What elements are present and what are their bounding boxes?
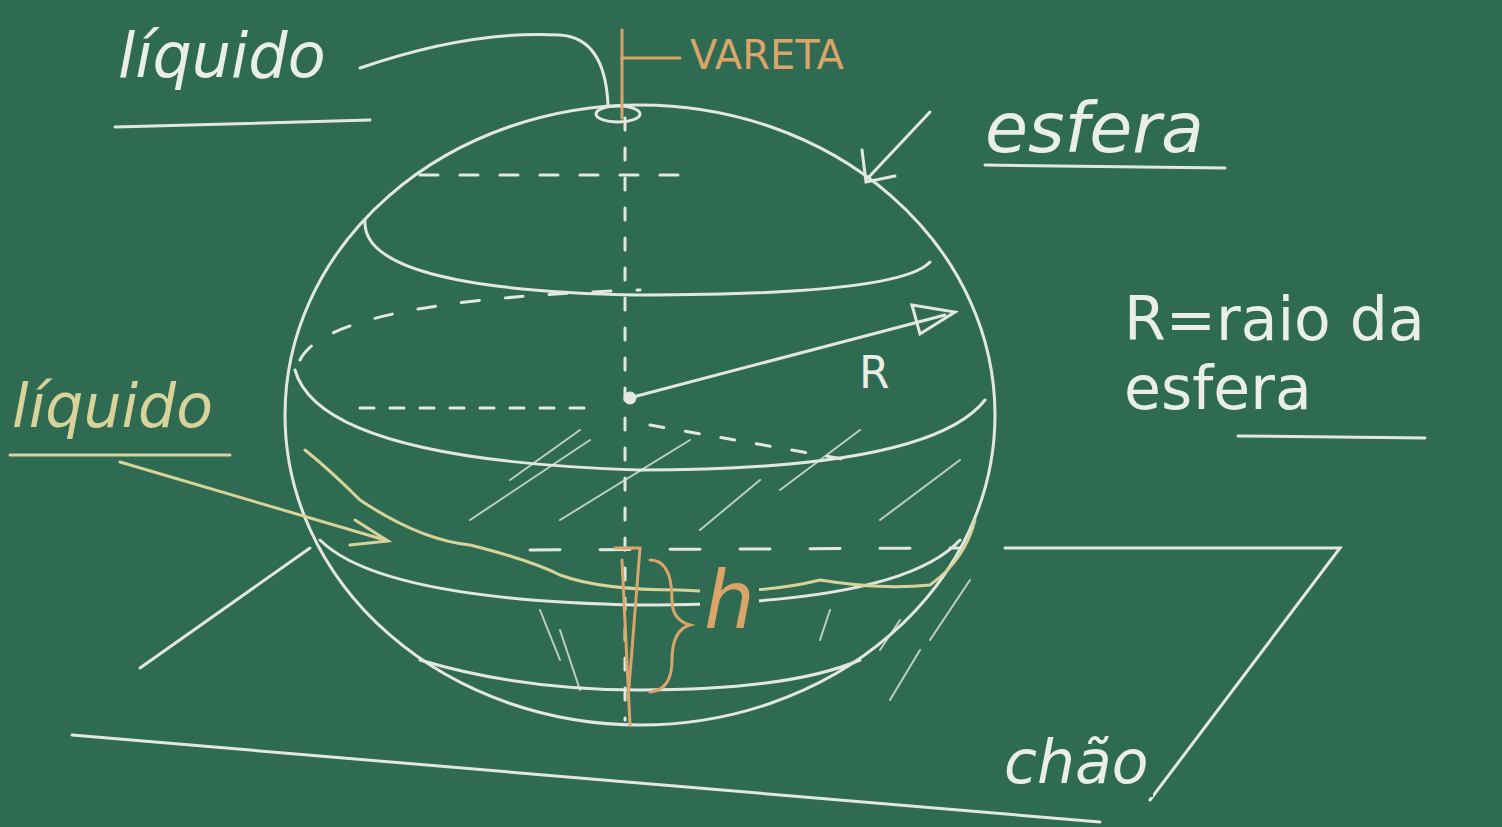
arrowhead <box>350 520 388 545</box>
rod <box>621 30 624 118</box>
latitude-line <box>420 660 860 690</box>
latitude-line <box>365 220 930 295</box>
sphere-outline <box>285 105 995 725</box>
radius-note: R=raio da esfera <box>1124 285 1496 423</box>
latitude-line <box>420 174 700 177</box>
sphere-label: esfera <box>985 88 1204 169</box>
hole <box>596 106 640 122</box>
leader-arrow <box>120 462 385 540</box>
equator-dashed <box>360 407 600 410</box>
liquid-label: líquido <box>12 372 213 441</box>
height-label: h <box>700 555 759 647</box>
leader-arrow <box>868 112 930 178</box>
underline <box>10 454 230 457</box>
equator-dashed <box>650 425 860 462</box>
radius-label: R <box>855 348 894 399</box>
floor-edge <box>140 548 310 668</box>
leader-line <box>360 34 608 105</box>
leader-line <box>622 57 680 60</box>
underline <box>115 120 370 127</box>
latitude-line <box>300 290 640 360</box>
arrowhead <box>912 305 955 334</box>
rod-label: VARETA <box>690 32 844 78</box>
latitude-line <box>530 548 960 550</box>
liquid-label: líquido <box>118 20 326 91</box>
liquid-surface <box>305 450 975 591</box>
h-bracket <box>650 560 690 692</box>
underline <box>1238 436 1425 438</box>
radius-arrow <box>633 315 945 397</box>
arrowhead <box>862 150 895 182</box>
floor-edge <box>72 735 1100 822</box>
level-mark <box>615 548 640 700</box>
floor-label: chão <box>1000 728 1153 797</box>
